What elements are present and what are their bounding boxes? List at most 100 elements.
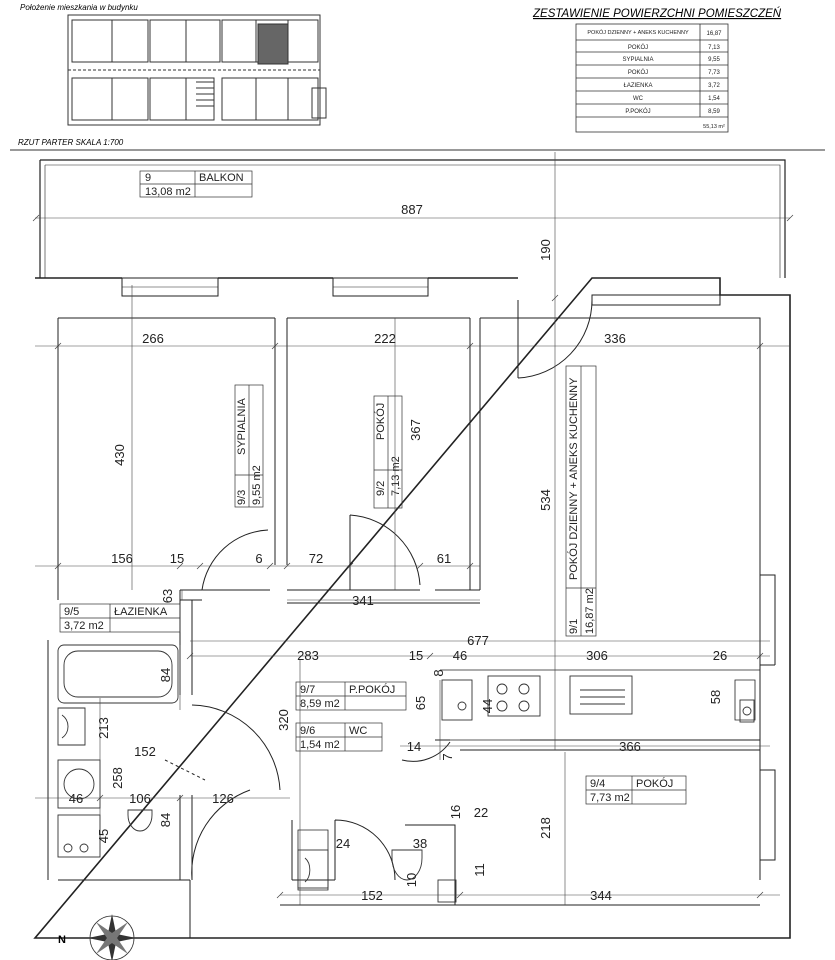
room-label-text: 9 BALKON 13,08 m2 SYPIALNIA 9/3 9,55 m2 … — [64, 172, 673, 804]
bedroom-number: 9/3 — [236, 490, 248, 505]
hall-number: 9/7 — [300, 684, 315, 696]
dim-22: 22 — [474, 805, 488, 820]
dim-283: 283 — [297, 648, 319, 663]
dim-14: 14 — [407, 739, 421, 754]
dim-152: 152 — [134, 744, 156, 759]
dim-balcony-depth: 190 — [538, 239, 553, 261]
dim-living-width: 336 — [604, 331, 626, 346]
area-row-value: 7,73 — [708, 70, 720, 76]
dim-218: 218 — [538, 817, 553, 839]
dim-61: 61 — [437, 551, 451, 566]
dim-126: 126 — [212, 791, 234, 806]
area-row-name: P.POKÓJ — [625, 108, 650, 115]
building-thumbnail — [67, 14, 327, 126]
area-total: 55,13 m² — [703, 124, 725, 130]
bathroom-number: 9/5 — [64, 606, 79, 618]
area-row-value: 7,13 — [708, 45, 720, 51]
area-row-name: SYPIALNIA — [622, 57, 653, 63]
living-area: 16,87 m2 — [584, 588, 596, 634]
dim-341: 341 — [352, 593, 374, 608]
area-row-name: POKÓJ — [628, 69, 648, 76]
area-row-name: ŁAZIENKA — [623, 83, 652, 89]
area-row-name: POKÓJ — [628, 44, 648, 51]
door-bedroom — [201, 529, 270, 591]
dim-366: 366 — [619, 739, 641, 754]
compass-north-label: N — [58, 934, 66, 946]
area-row-value: 3,72 — [708, 83, 720, 89]
balcony-outline — [39, 159, 786, 278]
exterior-wall — [33, 277, 791, 939]
dim-44: 44 — [480, 699, 495, 713]
toilet-bathroom — [127, 809, 153, 832]
room94-number: 9/4 — [590, 778, 605, 790]
partition-bedroom-room92 — [274, 318, 288, 565]
dim-46: 46 — [453, 648, 467, 663]
wc-number: 9/6 — [300, 725, 315, 737]
area-table-rows: POKÓJ DZIENNY + ANEKS KUCHENNY 16,87 POK… — [587, 29, 725, 130]
dim-balcony-width: 887 — [401, 202, 423, 217]
area-row-value: 9,55 — [708, 57, 720, 63]
bedroom-name: SYPIALNIA — [236, 397, 248, 455]
dim-7: 7 — [440, 753, 455, 760]
kitchen-hob — [487, 675, 541, 717]
location-caption: Położenie mieszkania w budynku — [20, 3, 138, 12]
bathroom-name: ŁAZIENKA — [114, 606, 168, 618]
area-row-name: WC — [633, 96, 644, 102]
dim-65: 65 — [413, 696, 428, 710]
dim-72: 72 — [309, 551, 323, 566]
balcony-area: 13,08 m2 — [145, 186, 191, 198]
dim-258: 258 — [110, 767, 125, 789]
walls — [33, 159, 791, 939]
dim-84: 84 — [158, 668, 173, 682]
door-entrance — [191, 789, 251, 881]
area-table — [575, 23, 729, 133]
dim-106: 106 — [129, 791, 151, 806]
balcony-name: BALKON — [199, 172, 244, 184]
room94-name: POKÓJ — [636, 777, 673, 790]
dim-63: 63 — [160, 589, 175, 603]
door-room92 — [349, 514, 421, 590]
dim-11: 11 — [472, 863, 487, 877]
summary-title: ZESTAWIENIE POWIERZCHNI POMIESZCZEŃ — [532, 7, 782, 20]
partition-room92-living — [469, 318, 481, 590]
dim-15: 15 — [170, 551, 184, 566]
living-name: POKÓJ DZIENNY + ANEKS KUCHENNY — [567, 377, 580, 580]
dimension-ticks — [32, 214, 794, 899]
room92-name: POKÓJ — [374, 403, 387, 440]
dim-213: 213 — [96, 717, 111, 739]
dim-living-length: 534 — [538, 489, 553, 511]
bedroom-area: 9,55 m2 — [251, 465, 263, 505]
living-number: 9/1 — [568, 619, 580, 634]
dim-10: 10 — [404, 873, 419, 887]
dim-46b: 46 — [69, 791, 83, 806]
dim-320: 320 — [276, 709, 291, 731]
dim-26: 26 — [713, 648, 727, 663]
dim-room92-length: 367 — [408, 419, 423, 441]
dim-306: 306 — [586, 648, 608, 663]
kitchen-sink — [569, 675, 633, 715]
area-row-value: 16,87 — [706, 31, 722, 37]
dim-84b: 84 — [158, 813, 173, 827]
toilet-wc — [391, 849, 423, 881]
wc-area: 1,54 m2 — [300, 739, 340, 751]
dim-6: 6 — [255, 551, 262, 566]
room92-area: 7,13 m2 — [390, 456, 402, 496]
dim-16: 16 — [448, 805, 463, 819]
dim-bedroom-width: 266 — [142, 331, 164, 346]
dim-45: 45 — [96, 829, 111, 843]
hall-area: 8,59 m2 — [300, 698, 340, 710]
dim-156: 156 — [111, 551, 133, 566]
dim-24: 24 — [336, 836, 350, 851]
dim-room92-width: 222 — [374, 331, 396, 346]
area-row-value: 8,59 — [708, 109, 720, 115]
room92-number: 9/2 — [375, 481, 387, 496]
dim-344: 344 — [590, 888, 612, 903]
area-row-name: POKÓJ DZIENNY + ANEKS KUCHENNY — [587, 29, 689, 36]
dim-bedroom-length: 430 — [112, 444, 127, 466]
door-living — [517, 299, 593, 379]
bathtub — [57, 644, 179, 704]
door-bathroom — [191, 704, 281, 791]
dim-8: 8 — [431, 669, 446, 676]
dim-152b: 152 — [361, 888, 383, 903]
